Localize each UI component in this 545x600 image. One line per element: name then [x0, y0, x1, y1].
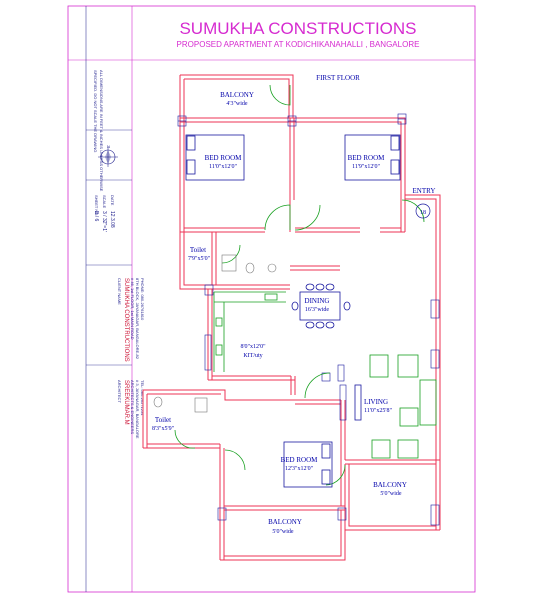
client-block: CLIENT NAME SUMUKHA CONSTRUCTIONS # 46, … [117, 278, 145, 362]
balcony-right-name: BALCONY [373, 481, 407, 489]
entry-marker-icon [415, 203, 431, 219]
balcony-top-size: 4'3"wide [226, 101, 248, 107]
window-markers [177, 113, 440, 526]
bedroom-left-size: 11'0"x12'0" [209, 164, 237, 170]
beds [185, 134, 401, 488]
bedroom-right-name: BED ROOM [348, 154, 386, 162]
kitchen-counter [213, 291, 286, 372]
scale-value: 3 / 32"=1' [101, 211, 107, 232]
dining-table [291, 283, 351, 329]
bedroom-right-size: 11'9"x12'0" [352, 164, 380, 170]
north-arrow-icon [98, 147, 118, 167]
scale-label: SCALE [102, 195, 107, 208]
balcony-bottom-name: BALCONY [268, 518, 302, 526]
entry-number: 18 [420, 210, 426, 216]
note-line-1: ALL DIMENSIONS ARE IN FEET & INCHES UNLE… [99, 70, 104, 192]
sidebar-note: ALL DIMENSIONS ARE IN FEET & INCHES UNLE… [93, 70, 104, 192]
living-sofas [354, 354, 437, 459]
toilet-top-size: 7'9"x5'0" [188, 256, 211, 262]
client-label: CLIENT NAME [117, 278, 122, 305]
architect-address-1: ARCHITECTS & ENGINEERS [130, 380, 135, 434]
balcony-bottom-size: 5'0"wide [272, 529, 294, 535]
title-project: PROPOSED APARTMENT AT KODICHIKANAHALLI ,… [177, 40, 420, 49]
note-line-2: SPECIFIED. DO NOT SCALE THE DRAWING [93, 70, 98, 152]
kitchen-size: 8'0"x12'0" [240, 344, 266, 350]
walls [142, 74, 441, 561]
toilet-fixtures [153, 254, 277, 413]
bedroom-left-name: BED ROOM [205, 154, 243, 162]
bedroom-bottom-size: 12'3"x12'0" [285, 466, 314, 472]
sheet-value: B / 6 [93, 211, 99, 222]
architect-name: SREEKUMAR.M [123, 380, 129, 425]
client-address-1: # 46, 1st FLOOR, 1st MAIN ROAD [130, 278, 135, 340]
balcony-right-size: 5'0"wide [380, 491, 402, 497]
architect-block: ARCHITECT SREEKUMAR.M ARCHITECTS & ENGIN… [117, 380, 145, 439]
toilet-bottom-name: Toilet [155, 416, 171, 424]
bedroom-bottom-name: BED ROOM [281, 456, 319, 464]
kitchen-name: KIT/uty [243, 353, 262, 359]
architect-label: ARCHITECT [117, 380, 122, 403]
balcony-top-name: BALCONY [220, 91, 254, 99]
living-size: 11'0"x25'8" [364, 408, 392, 414]
client-name: SUMUKHA CONSTRUCTIONS [123, 278, 129, 362]
sheet-label: SHEET NO [94, 195, 99, 215]
dining-name: DINING [305, 297, 330, 305]
dining-size: 16'3"wide [305, 307, 330, 313]
floor-label: FIRST FLOOR [316, 74, 360, 82]
entry-name: ENTRY [413, 187, 436, 195]
architect-address-2: # 3, JAYANAGAR, BANGALORE [135, 380, 140, 439]
north-label: N [107, 144, 110, 149]
living-name: LIVING [364, 398, 388, 406]
client-address-3: PHONE: 080-26761810 [140, 278, 145, 321]
toilet-top-name: Toilet [190, 246, 206, 254]
toilet-bottom-size: 8'3"x5'9" [152, 426, 175, 432]
date-value: 12.3.08 [109, 211, 115, 228]
title-company: SUMUKHA CONSTRUCTIONS [179, 19, 416, 38]
sheet-info: SHEET NO B / 6 SCALE 3 / 32"=1' DATE 12.… [93, 195, 115, 232]
date-label: DATE [110, 195, 115, 206]
sheet-border [67, 5, 476, 593]
client-address-2: 8TH BLOCK, JAYANAGAR, BANGALORE-82 [135, 278, 140, 360]
